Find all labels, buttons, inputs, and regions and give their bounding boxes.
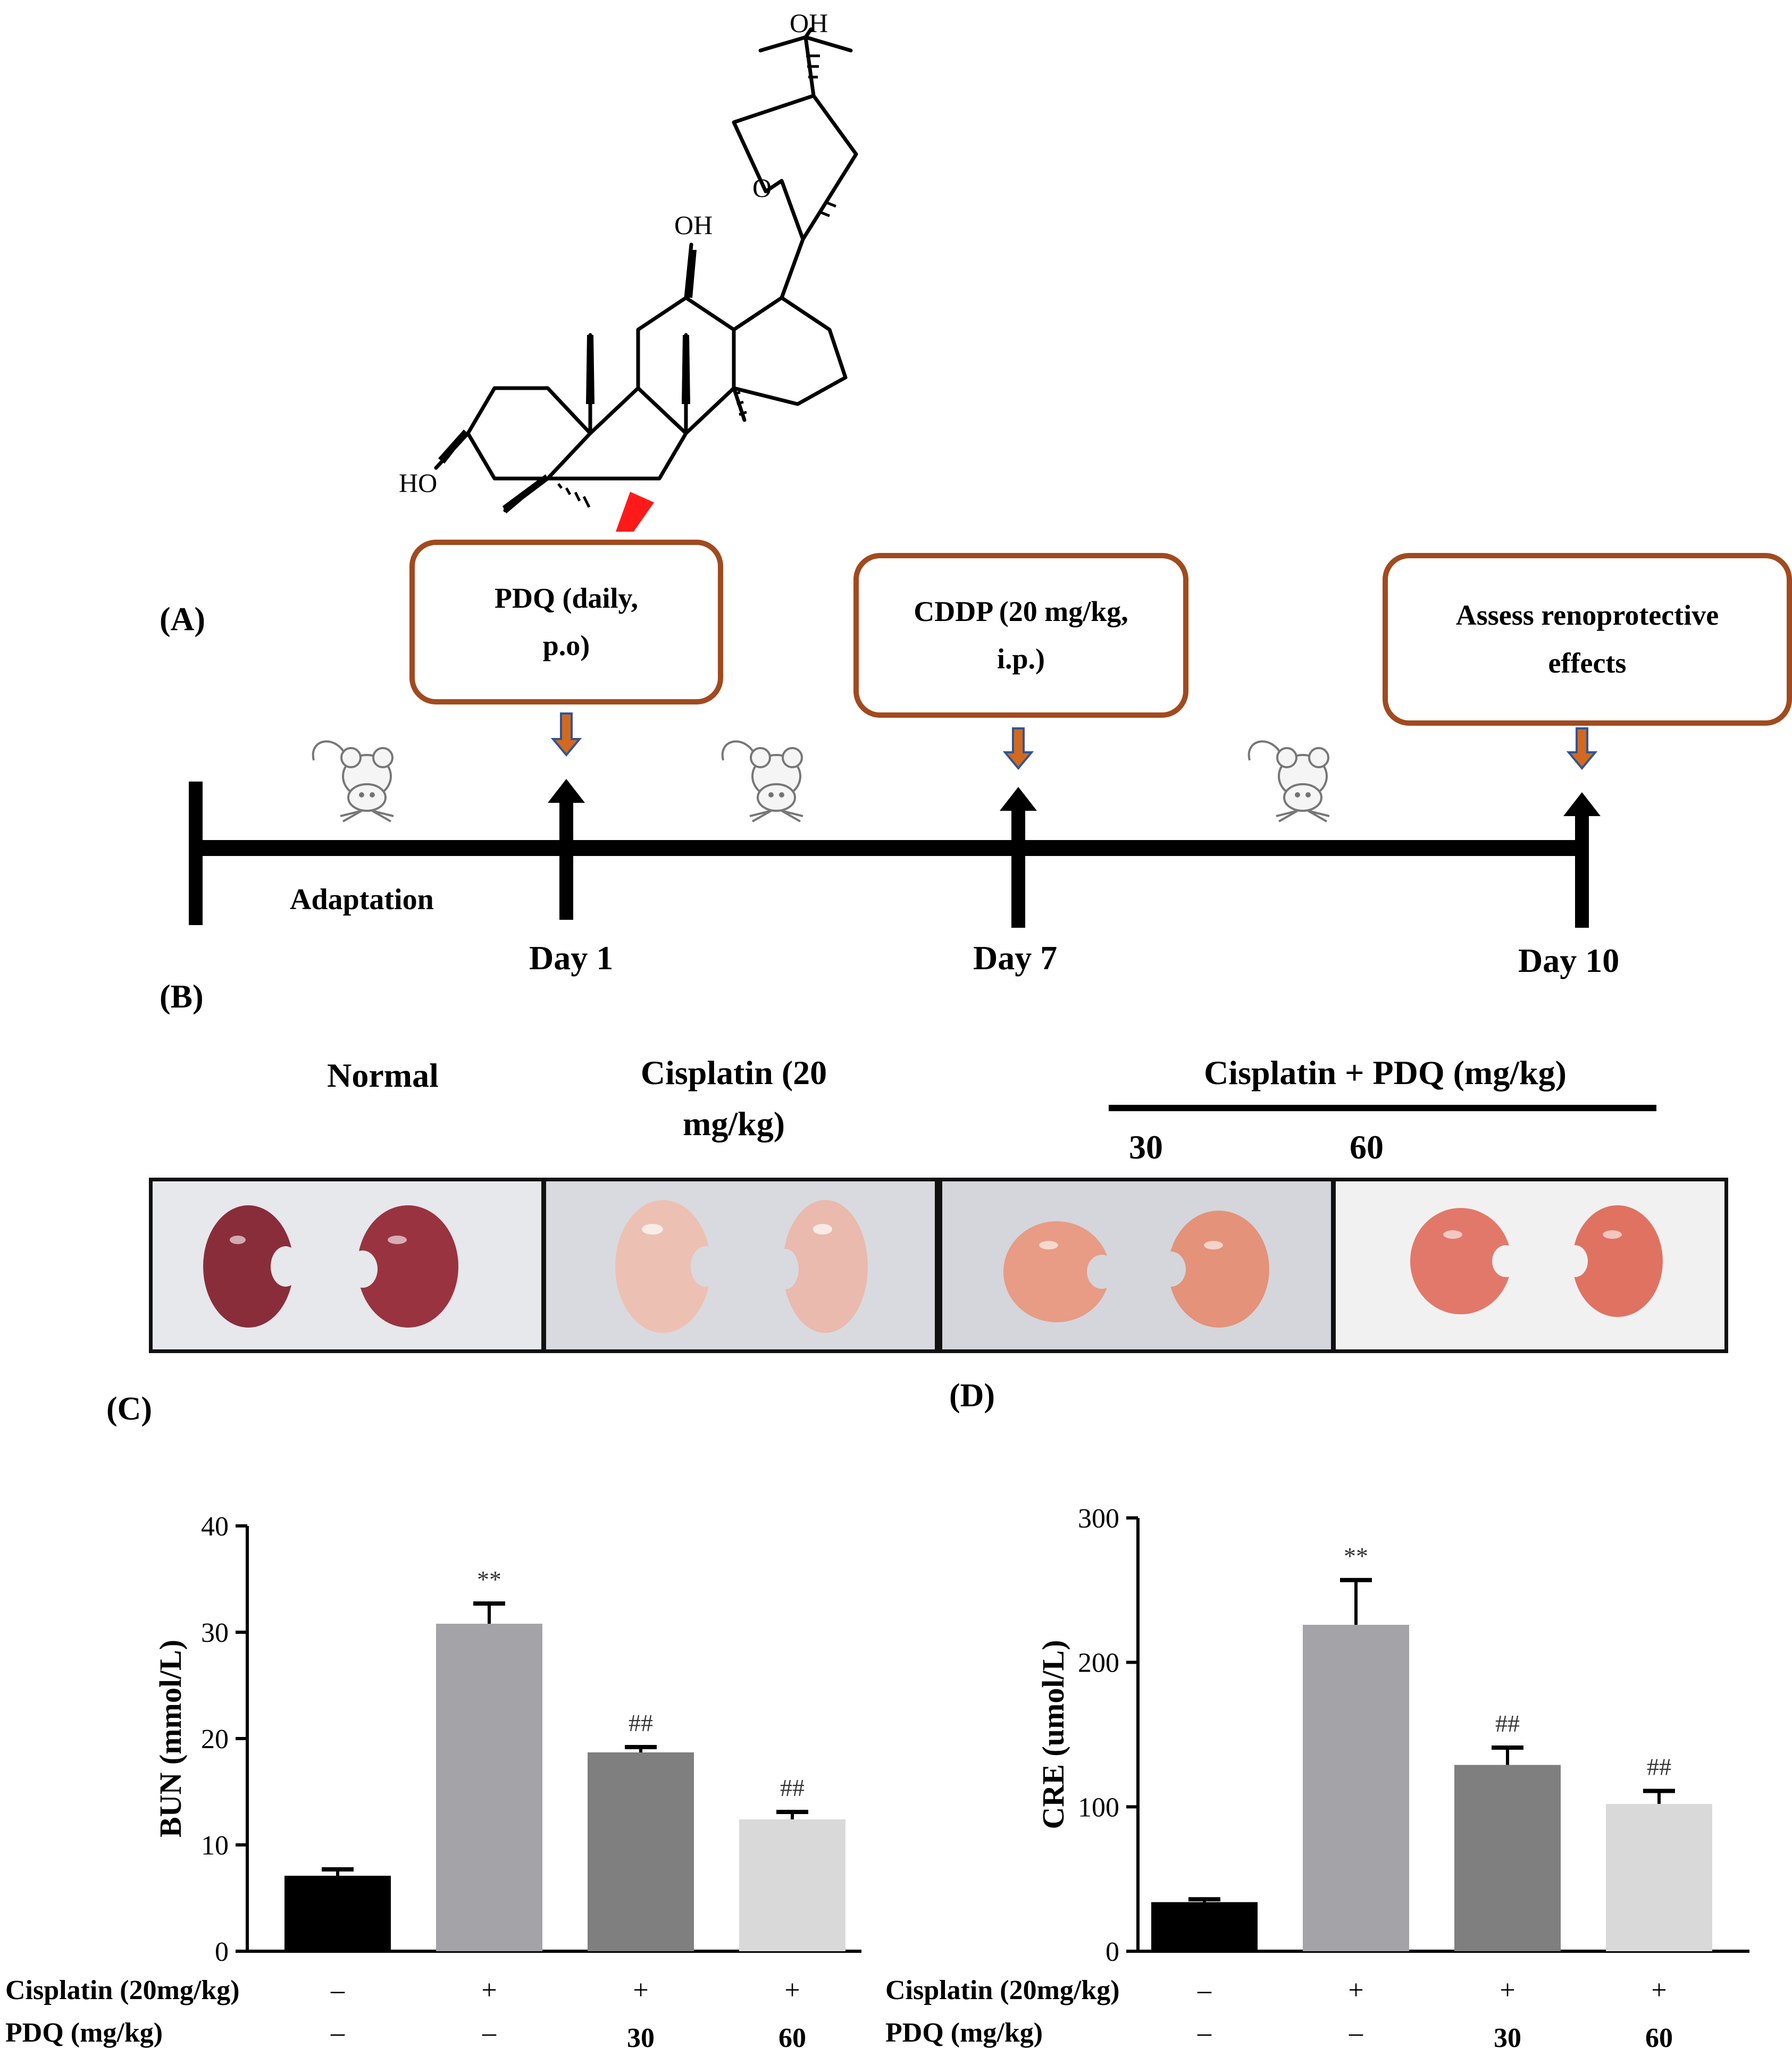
row-value: – [1197,2018,1212,2048]
structure-ho-3: HO [399,468,437,498]
kidney-photo-pdq-30 [939,1178,1335,1353]
significance-label: ## [780,1774,805,1801]
panel-label-b: (B) [160,979,204,1015]
y-axis-title: CRE (umol/L) [1036,1640,1070,1829]
significance-label: ## [1495,1710,1520,1737]
dose-30-label: 30 [1129,1128,1163,1166]
mouse-icon [312,740,394,822]
panel-label-c: (C) [106,1391,153,1427]
y-tick-label: 100 [1078,1792,1119,1823]
row-value: + [481,1975,497,2005]
bar [739,1819,845,1951]
mouse-icon [1247,740,1330,822]
adaptation-label: Adaptation [290,883,434,916]
row-value: + [1348,1975,1363,2005]
row-value: – [1349,2018,1363,2048]
kidney-photo-normal [149,1178,545,1353]
row-value: + [633,1975,648,2005]
group-normal-label: Normal [327,1056,439,1094]
red-arrow-icon [615,492,654,532]
y-axis-title: BUN (mmol/L) [153,1640,188,1837]
row-value: – [482,2018,497,2048]
kidney-photo-pdq-60 [1332,1178,1728,1353]
bar [1606,1803,1712,1951]
down-arrow-icon [550,712,582,757]
significance-label: ## [629,1709,653,1736]
y-tick-label: 40 [201,1512,229,1542]
bar [1454,1765,1561,1951]
row-value: 30 [627,2023,655,2048]
panel-label-a: (A) [160,601,206,637]
pdq-chemical-structure: OH O OH HO [399,8,858,532]
bar [436,1624,542,1951]
row-value: 60 [1645,2023,1673,2048]
row-label: PDQ (mg/kg) [885,2018,1043,2048]
structure-o-ring: O [752,173,772,203]
y-tick-label: 0 [215,1937,229,1967]
significance-label: ** [1344,1542,1368,1569]
y-tick-label: 300 [1078,1504,1119,1534]
box-cddp: CDDP (20 mg/kg,i.p.) [853,553,1188,718]
row-label: Cisplatin (20mg/kg) [885,1975,1120,2005]
bar [1151,1902,1258,1951]
structure-oh-top: OH [790,8,828,38]
timeline-graphic [189,712,1601,928]
y-tick-label: 30 [201,1618,229,1648]
bar [284,1876,391,1951]
down-arrow-icon [1566,727,1598,770]
group-combo-label: Cisplatin + PDQ (mg/kg) [1204,1054,1567,1092]
combo-divider [1109,1105,1656,1111]
significance-label: ## [1647,1753,1671,1780]
y-tick-label: 20 [201,1724,229,1755]
mouse-icon [721,740,803,822]
panel-label-d: (D) [949,1378,995,1414]
y-tick-label: 0 [1106,1937,1119,1967]
row-value: + [1500,1975,1515,2005]
day-10-label: Day 10 [1518,942,1620,979]
dose-60-label: 60 [1350,1128,1384,1166]
row-value: – [1197,1975,1212,2005]
row-label: Cisplatin (20mg/kg) [5,1975,240,2005]
kidney-photo-cisplatin [542,1178,939,1353]
day-7-label: Day 7 [973,939,1058,977]
row-value: 60 [778,2023,806,2048]
y-tick-label: 10 [201,1831,229,1861]
y-tick-label: 200 [1078,1648,1119,1678]
significance-label: ** [477,1566,501,1593]
row-value: + [1651,1975,1667,2005]
day-1-label: Day 1 [529,939,614,977]
box-pdq: PDQ (daily,p.o) [409,540,723,704]
bar [1303,1625,1409,1951]
down-arrow-icon [1002,727,1034,770]
row-label: PDQ (mg/kg) [5,2018,163,2048]
group-cisplatin-label: Cisplatin (20 mg/kg) [640,1054,827,1143]
row-value: + [784,1975,800,2005]
structure-oh-12: OH [674,210,713,240]
row-value: – [330,1975,345,2005]
row-value: 30 [1494,2023,1521,2048]
bar [588,1752,694,1951]
row-value: – [330,2018,345,2048]
